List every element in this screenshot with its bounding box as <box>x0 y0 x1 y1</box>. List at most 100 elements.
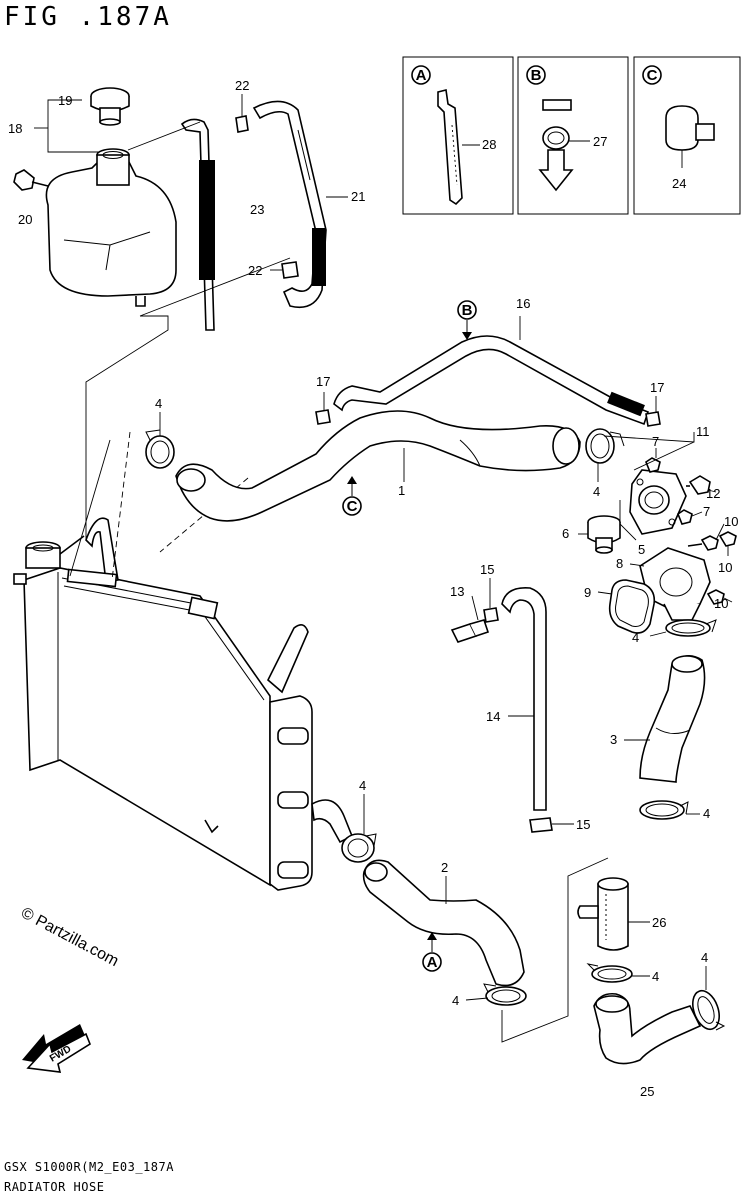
thermostat <box>578 515 621 554</box>
svg-text:C: C <box>347 498 358 515</box>
label-10-bottom: 10 <box>714 596 728 611</box>
label-21: 21 <box>351 189 365 204</box>
label-4-a: 4 <box>155 396 162 411</box>
cable-tie-icon <box>437 89 463 206</box>
reservoir-cap <box>90 87 130 126</box>
hose-23 <box>180 118 215 331</box>
inset-a-marker <box>411 65 431 85</box>
clamp-22-bottom <box>270 261 299 279</box>
label-18: 18 <box>8 121 22 136</box>
inset-c-marker <box>642 65 662 85</box>
label-4-f: 4 <box>452 993 459 1008</box>
pipe-26 <box>577 877 650 951</box>
label-5: 5 <box>638 542 645 557</box>
clamp-22-top <box>235 94 249 133</box>
clamp-4-hose25 <box>692 966 726 1031</box>
svg-text:A: A <box>427 954 438 971</box>
label-4-g: 4 <box>652 969 659 984</box>
footer-code: GSX S1000R(M2_E03_187A <box>4 1160 174 1174</box>
clamp-4-thermo <box>585 428 625 482</box>
label-14: 14 <box>486 709 500 724</box>
label-22-top: 22 <box>235 78 249 93</box>
label-15-bottom: 15 <box>576 817 590 832</box>
hose-25 <box>593 992 702 1065</box>
label-4-e: 4 <box>359 778 366 793</box>
inset-a-part-label: 28 <box>482 137 496 152</box>
label-17-left: 17 <box>316 374 330 389</box>
clamp-4-left <box>145 412 175 469</box>
clamp-4-lower-right <box>639 800 700 820</box>
inset-b-marker <box>526 65 546 85</box>
thermostat-housing <box>629 469 687 535</box>
watermark: © Partzilla.com <box>18 905 121 971</box>
label-1: 1 <box>398 483 405 498</box>
svg-text:B: B <box>462 302 473 319</box>
label-26: 26 <box>652 915 666 930</box>
inset-b-part-label: 27 <box>593 134 607 149</box>
label-8: 8 <box>616 556 623 571</box>
hose-3 <box>639 655 706 783</box>
label-2: 2 <box>441 860 448 875</box>
label-7-top: 7 <box>652 434 659 449</box>
figure-title: FIG .187A <box>4 2 172 32</box>
label-3: 3 <box>610 732 617 747</box>
inset-c-part-label: 24 <box>672 176 686 191</box>
clamp-4-bottom <box>465 983 527 1006</box>
bolt-7-top <box>645 448 661 473</box>
bolt-12 <box>686 475 717 495</box>
clamp-4-pipe <box>586 963 650 983</box>
bolt-7-right <box>677 509 703 525</box>
inset-c-letter: C <box>647 67 658 84</box>
fitting-13 <box>450 595 490 643</box>
clamp-17-left <box>315 392 331 425</box>
marker-c: C <box>342 476 362 516</box>
label-16: 16 <box>516 296 530 311</box>
arrow-down-icon <box>538 149 574 192</box>
inset-b-letter: B <box>531 67 542 84</box>
label-13: 13 <box>450 584 464 599</box>
bolt-20 <box>13 169 49 191</box>
o-ring <box>597 579 656 634</box>
bolt-10-right <box>718 531 737 556</box>
marker-b: B <box>457 300 477 340</box>
label-20: 20 <box>18 212 32 227</box>
clamp-ring-icon <box>542 126 570 150</box>
clip-icon <box>665 105 699 151</box>
label-12: 12 <box>706 486 720 501</box>
reservoir-tank <box>45 148 177 307</box>
hose-1 <box>175 410 581 522</box>
label-23: 23 <box>250 202 264 217</box>
footer-name: RADIATOR HOSE <box>4 1180 105 1194</box>
label-11: 11 <box>696 424 710 439</box>
label-4-h: 4 <box>701 950 708 965</box>
marker-a: A <box>422 932 442 972</box>
label-4-b: 4 <box>593 484 600 499</box>
clamp-15-bottom <box>529 817 574 833</box>
clamp-4-radiator-outlet <box>341 794 377 863</box>
label-19: 19 <box>58 93 72 108</box>
clamp-top-icon <box>542 99 572 111</box>
label-15-top: 15 <box>480 562 494 577</box>
label-10-top: 10 <box>724 514 738 529</box>
radiator <box>13 517 354 891</box>
inset-b: B 27 <box>517 56 629 215</box>
fwd-arrow-icon: FWD <box>22 1024 91 1073</box>
bolt-10-bottom <box>706 589 733 605</box>
hose-14 <box>501 587 547 811</box>
hose-21 <box>252 100 327 309</box>
clamp-15-top <box>483 578 499 623</box>
clamp-17-right <box>645 396 661 427</box>
label-17-right: 17 <box>650 380 664 395</box>
label-10-mid: 10 <box>718 560 732 575</box>
label-6: 6 <box>562 526 569 541</box>
bolt-10-top <box>687 523 725 551</box>
label-7-right: 7 <box>703 504 710 519</box>
hose-16 <box>333 335 649 426</box>
label-25: 25 <box>640 1084 654 1099</box>
label-4-d: 4 <box>703 806 710 821</box>
clamp-4-outlet <box>649 619 717 637</box>
label-4-c: 4 <box>632 630 639 645</box>
label-9: 9 <box>584 585 591 600</box>
hose-2 <box>362 859 525 987</box>
